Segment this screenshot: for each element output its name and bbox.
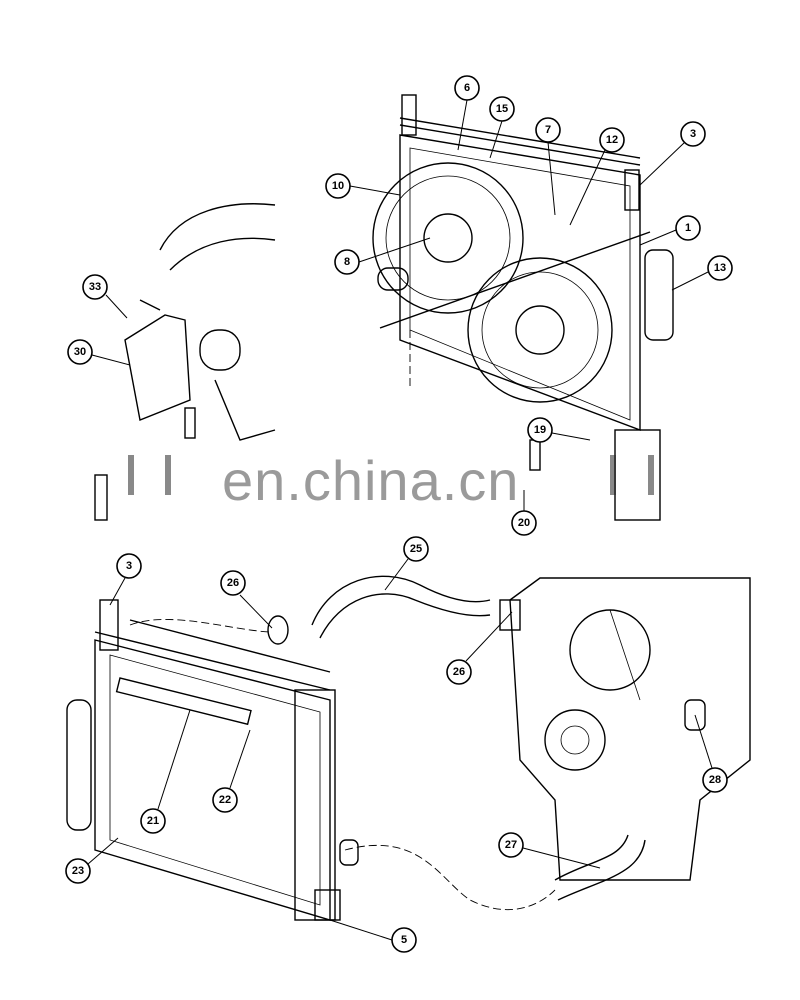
- svg-text:22: 22: [219, 794, 231, 806]
- watermark: en.china.cn: [222, 449, 520, 512]
- callout-5: 5: [391, 927, 417, 953]
- callout-25: 25: [403, 536, 429, 562]
- svg-text:30: 30: [74, 346, 86, 358]
- radiator: [66, 599, 341, 921]
- callout-22: 22: [212, 787, 238, 813]
- callout-30: 30: [67, 339, 93, 365]
- svg-text:15: 15: [496, 103, 508, 115]
- callout-28: 28: [702, 767, 728, 793]
- air-deflector-bracket: [94, 203, 276, 521]
- leader-lines: [87, 99, 713, 941]
- watermark-bar: [165, 455, 171, 495]
- watermark-bar: [128, 455, 134, 495]
- svg-text:3: 3: [690, 128, 696, 140]
- callout-27: 27: [498, 832, 524, 858]
- svg-text:5: 5: [401, 934, 407, 946]
- svg-text:8: 8: [344, 256, 350, 268]
- svg-text:20: 20: [518, 517, 530, 529]
- callout-26-right: 26: [446, 659, 472, 685]
- watermark-bar: [610, 455, 616, 495]
- callout-13: 13: [707, 255, 733, 281]
- svg-text:28: 28: [709, 774, 721, 786]
- svg-text:10: 10: [332, 180, 344, 192]
- callout-26-left: 26: [220, 570, 246, 596]
- svg-text:1: 1: [685, 222, 691, 234]
- svg-text:21: 21: [147, 815, 159, 827]
- callout-23: 23: [65, 858, 91, 884]
- callout-8: 8: [334, 249, 360, 275]
- callout-7: 7: [535, 117, 561, 143]
- svg-text:7: 7: [545, 124, 551, 136]
- svg-text:12: 12: [606, 134, 618, 146]
- callout-20: 20: [511, 510, 537, 536]
- callout-12: 12: [599, 127, 625, 153]
- svg-text:33: 33: [89, 281, 101, 293]
- svg-text:27: 27: [505, 839, 517, 851]
- callout-1: 1: [675, 215, 701, 241]
- callout-3-top: 3: [680, 121, 706, 147]
- engine-block: [499, 577, 751, 881]
- svg-text:6: 6: [464, 82, 470, 94]
- svg-text:26: 26: [227, 577, 239, 589]
- hoses: [129, 575, 646, 910]
- svg-text:13: 13: [714, 262, 726, 274]
- svg-text:3: 3: [126, 560, 132, 572]
- watermark-bar: [648, 455, 654, 495]
- fan-radiator-module: [372, 94, 674, 521]
- callout-19: 19: [527, 417, 553, 443]
- svg-text:23: 23: [72, 865, 84, 877]
- callout-21: 21: [140, 808, 166, 834]
- callout-10: 10: [325, 173, 351, 199]
- svg-text:19: 19: [534, 424, 546, 436]
- callout-33: 33: [82, 274, 108, 300]
- callout-15: 15: [489, 96, 515, 122]
- callout-3-bottom: 3: [116, 553, 142, 579]
- svg-text:26: 26: [453, 666, 465, 678]
- svg-text:25: 25: [410, 543, 422, 555]
- callout-6: 6: [454, 75, 480, 101]
